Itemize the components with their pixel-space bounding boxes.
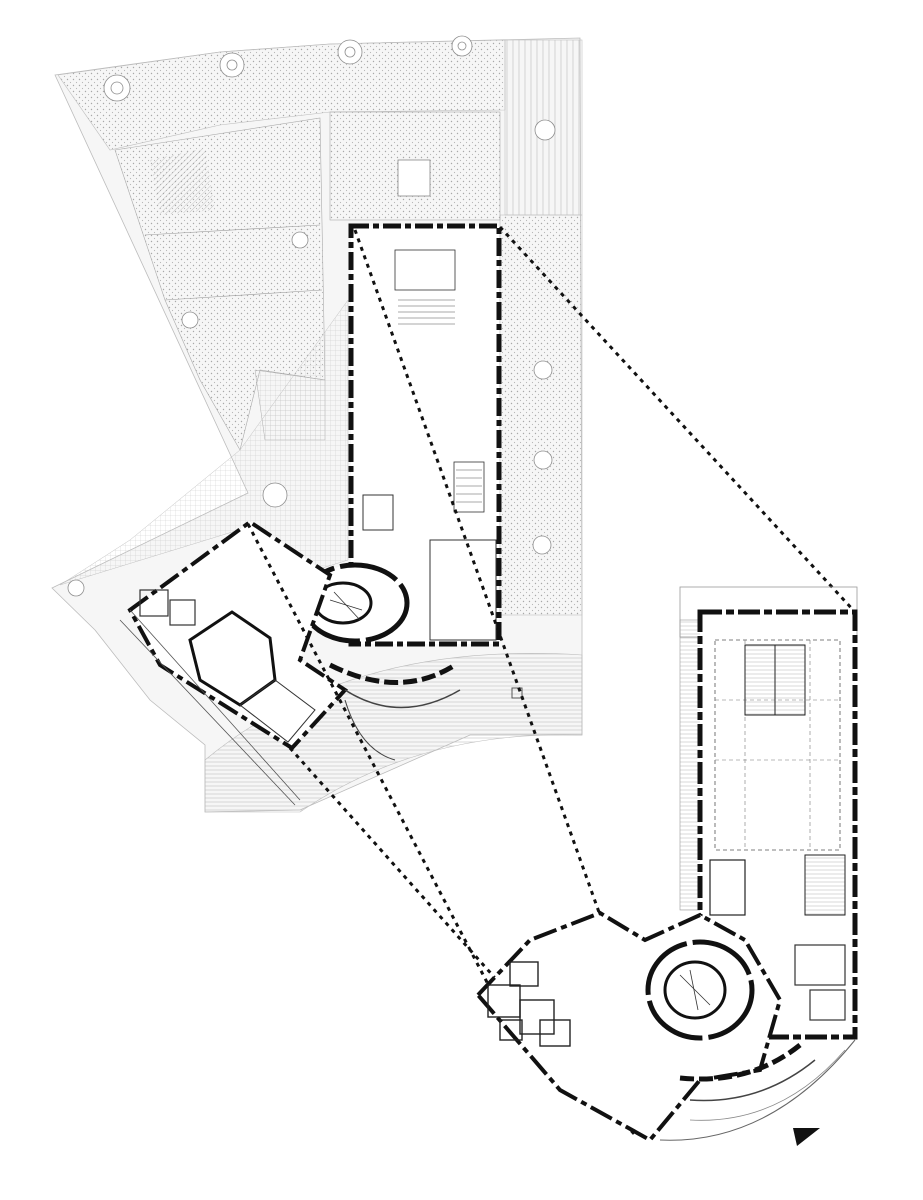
garden-hatch-1 — [150, 148, 215, 215]
garden-divider-2 — [164, 289, 323, 301]
east-paving — [499, 214, 583, 616]
angled-wing — [119, 519, 349, 806]
entrance-curve — [328, 662, 457, 685]
service-room-1 — [794, 944, 846, 986]
wc-rooms — [487, 961, 571, 1047]
portico-curve-inner — [689, 1059, 816, 1102]
lift-core — [709, 859, 746, 916]
portico-outer-arc — [659, 1039, 856, 1141]
enlarged-oval-stair — [645, 939, 755, 1041]
portico-curve — [679, 1043, 802, 1082]
site-plan — [51, 35, 583, 813]
service-room-2 — [809, 989, 846, 1021]
entrance-arc — [344, 699, 396, 761]
garden-divider-1 — [144, 224, 321, 236]
courtyard-pavilion — [397, 159, 431, 197]
triangle-arrow-icon — [793, 1128, 820, 1146]
entrance-pillar — [511, 687, 523, 699]
enlarged-plan — [475, 586, 858, 1143]
entrance-curve-inner — [344, 689, 461, 709]
trees — [67, 35, 556, 597]
lower-stair — [804, 854, 846, 916]
portico-step-arc — [689, 1049, 846, 1121]
